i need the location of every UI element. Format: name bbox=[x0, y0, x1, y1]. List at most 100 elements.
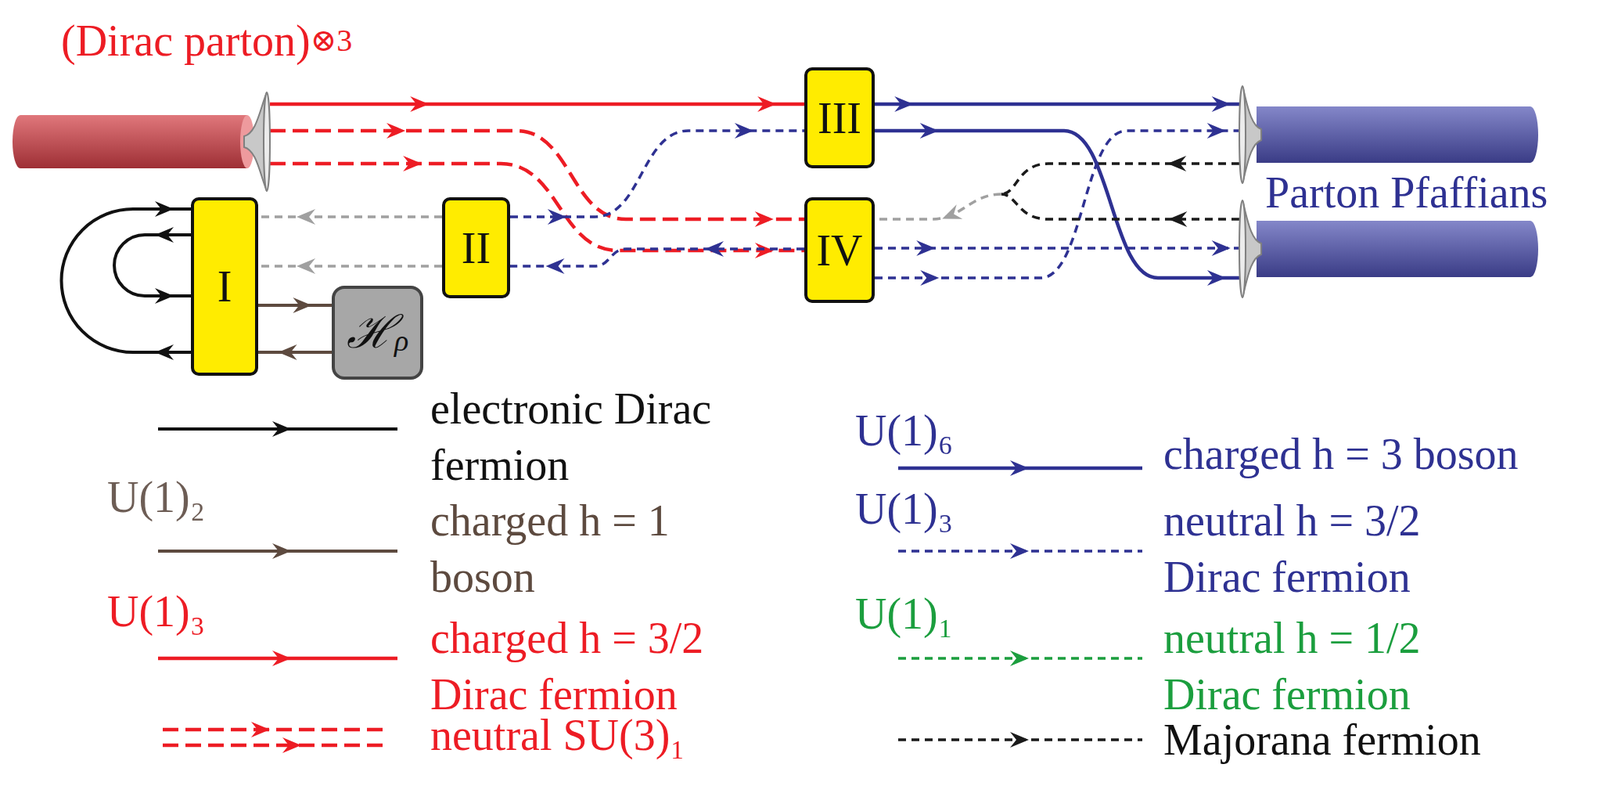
connector bbox=[258, 258, 443, 274]
arrowhead bbox=[916, 240, 935, 256]
arrowhead bbox=[154, 226, 174, 243]
connector bbox=[874, 96, 1240, 112]
arrowhead bbox=[755, 211, 774, 227]
connector bbox=[510, 122, 805, 225]
connector bbox=[874, 240, 1240, 256]
cylinder-body bbox=[1256, 220, 1539, 277]
arrowhead bbox=[292, 297, 312, 313]
legend-line bbox=[162, 743, 384, 748]
node-label: IV bbox=[816, 226, 863, 275]
legend-group-label: U(1)₁ bbox=[855, 591, 953, 636]
electronic-loops bbox=[61, 208, 191, 353]
inner-loop bbox=[114, 234, 191, 296]
arrowhead bbox=[894, 96, 914, 112]
arrowhead bbox=[704, 240, 724, 257]
connector bbox=[269, 122, 805, 259]
arrowhead bbox=[272, 420, 292, 437]
text-wrap: IV bbox=[816, 228, 863, 273]
lens-rim bbox=[1239, 200, 1246, 298]
connector-line bbox=[874, 130, 1240, 278]
connector-line bbox=[258, 303, 332, 307]
arrowhead bbox=[272, 542, 292, 559]
arrowhead bbox=[546, 258, 565, 274]
node-label: I bbox=[217, 262, 233, 311]
arrowhead bbox=[154, 344, 174, 360]
process-box: IV bbox=[804, 197, 875, 303]
legend-text: electronic Dirac fermion bbox=[430, 380, 724, 493]
legend-samples bbox=[158, 420, 1143, 753]
legend-group-label: U(1)₆ bbox=[855, 408, 953, 453]
arrowhead bbox=[757, 96, 777, 112]
arrowhead bbox=[547, 208, 567, 225]
connector bbox=[874, 122, 1240, 286]
node-label: II bbox=[461, 223, 491, 273]
arrowhead bbox=[1010, 731, 1029, 748]
arrowhead bbox=[409, 96, 429, 112]
arrowhead bbox=[154, 201, 174, 217]
connector-line bbox=[258, 264, 443, 268]
lens-rim bbox=[1239, 86, 1246, 184]
arrowhead bbox=[154, 287, 174, 304]
arrowhead bbox=[939, 204, 964, 227]
legend-text: neutral h = 1/2 Dirac fermion bbox=[1163, 609, 1500, 723]
cylinder-node: (Dirac parton)⊗3 bbox=[12, 86, 270, 196]
node-label: ℋ bbox=[346, 306, 395, 358]
legend-group-label: U(1)₂ bbox=[107, 474, 205, 519]
connector-line bbox=[510, 130, 805, 217]
legend-text: charged h = 3/2 Dirac fermion bbox=[430, 609, 775, 723]
node-index: ρ bbox=[394, 323, 409, 357]
connector-line bbox=[258, 350, 332, 354]
connector bbox=[258, 297, 332, 313]
cylinder-body bbox=[1256, 106, 1539, 163]
lens-rim bbox=[263, 92, 270, 191]
arrowhead bbox=[402, 155, 422, 172]
arrowhead bbox=[734, 122, 754, 139]
legend-text: charged h = 3 boson bbox=[1163, 425, 1519, 482]
cylinder-node: Parton Pfaffians bbox=[1239, 86, 1593, 302]
node-label: (Dirac parton) bbox=[61, 16, 311, 65]
process-box: II bbox=[442, 197, 511, 299]
arrowhead bbox=[386, 122, 406, 139]
arrowhead bbox=[1010, 650, 1029, 666]
arrowhead bbox=[296, 258, 316, 274]
cylinder-illustration bbox=[12, 86, 279, 196]
arrowhead bbox=[1211, 240, 1231, 256]
legend-text: Majorana fermion bbox=[1163, 711, 1482, 768]
arrowhead bbox=[1207, 122, 1227, 139]
connector-line bbox=[269, 163, 805, 251]
loop-arrows bbox=[154, 201, 174, 360]
legend-line bbox=[162, 727, 384, 732]
connector-line bbox=[874, 194, 1002, 220]
arrowhead bbox=[296, 208, 316, 225]
hamiltonian-box: ℋρ bbox=[331, 285, 424, 380]
arrowhead bbox=[278, 344, 298, 360]
connector-line bbox=[1001, 163, 1240, 195]
arrowhead bbox=[920, 269, 939, 286]
connector-line bbox=[269, 102, 805, 107]
node-index: ⊗3 bbox=[310, 22, 353, 58]
connector-line bbox=[874, 130, 1240, 278]
arrowhead bbox=[251, 721, 270, 738]
connector-line bbox=[258, 215, 443, 219]
arrowhead bbox=[1211, 96, 1231, 112]
connector bbox=[258, 208, 443, 225]
connector bbox=[510, 240, 805, 274]
connector-line bbox=[269, 130, 805, 220]
text-wrap: Parton Pfaffians bbox=[1265, 170, 1548, 215]
process-box: III bbox=[804, 67, 875, 169]
legend-group-label: U(1)₃ bbox=[855, 486, 953, 531]
text-wrap: I bbox=[217, 264, 233, 309]
process-box: I bbox=[190, 197, 259, 376]
legend-group-label: U(1)₃ bbox=[107, 589, 205, 633]
arrowhead bbox=[1168, 211, 1187, 227]
arrowhead bbox=[1167, 155, 1187, 172]
arrowhead bbox=[1010, 542, 1029, 559]
text-wrap: (Dirac parton)⊗3 bbox=[61, 18, 353, 63]
arrowhead bbox=[282, 737, 302, 753]
text-wrap: ℋρ bbox=[346, 309, 409, 356]
cylinder-body bbox=[12, 115, 248, 169]
connector bbox=[269, 96, 805, 112]
connector bbox=[874, 122, 1240, 286]
legend-text: neutral SU(3)₁ bbox=[430, 706, 686, 763]
